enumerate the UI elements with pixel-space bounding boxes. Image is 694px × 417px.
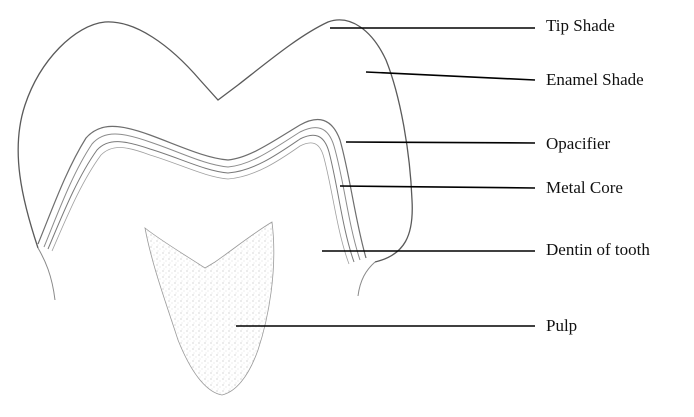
outer-crown-outline — [18, 20, 412, 262]
pulp-shape — [145, 222, 274, 395]
right-crown-margin — [358, 262, 375, 296]
label-dentin-of-tooth: Dentin of tooth — [546, 240, 650, 260]
label-pulp: Pulp — [546, 316, 577, 336]
opacifier-band-inner — [44, 128, 360, 260]
label-tip-shade: Tip Shade — [546, 16, 615, 36]
label-opacifier: Opacifier — [546, 134, 610, 154]
leader-line-opacifier — [346, 142, 535, 143]
label-metal-core: Metal Core — [546, 178, 623, 198]
leader-line-metal-core — [340, 186, 535, 188]
opacifier-band — [38, 120, 366, 258]
label-enamel-shade: Enamel Shade — [546, 70, 644, 90]
left-crown-margin — [38, 248, 55, 300]
